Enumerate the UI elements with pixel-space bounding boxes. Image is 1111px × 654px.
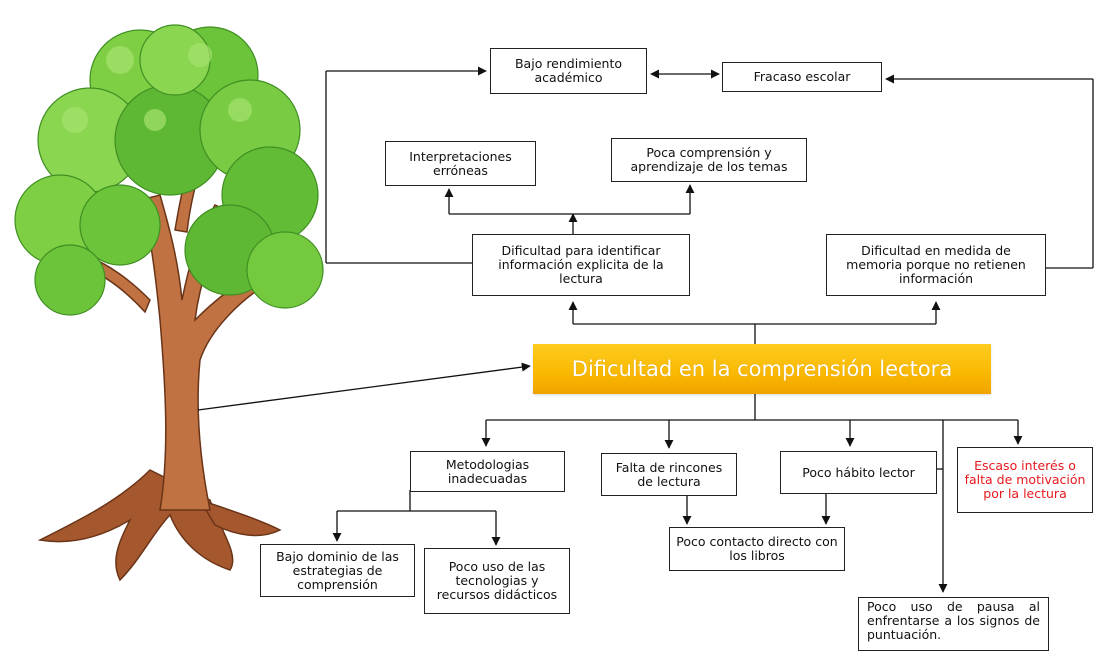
bajo-rendimiento-box: Bajo rendimiento académico [490, 48, 647, 94]
metodologias-box: Metodologias inadecuadas [410, 451, 565, 492]
contacto-box: Poco contacto directo con los libros [669, 527, 845, 571]
interes-box: Escaso interés o falta de motivación por… [957, 447, 1093, 513]
habito-box: Poco hábito lector [780, 451, 937, 494]
tecnologias-box: Poco uso de las tecnologias y recursos d… [424, 548, 570, 614]
pausa-box: Poco uso de pausa al enfrentarse a los s… [858, 597, 1049, 651]
tree-illustration [14, 24, 324, 582]
central-problem: Dificultad en la comprensión lectora [533, 344, 991, 394]
dificultad-memoria-box: Dificultad en medida de memoria porque n… [826, 234, 1046, 296]
poca-comprension-box: Poca comprensión y aprendizaje de los te… [611, 138, 807, 182]
tree-highlights [62, 43, 252, 133]
fracaso-escolar-box: Fracaso escolar [722, 62, 882, 92]
rincones-box: Falta de rincones de lectura [601, 453, 737, 496]
estrategias-box: Bajo dominio de las estrategias de compr… [260, 544, 415, 597]
interpretaciones-box: Interpretaciones erróneas [385, 141, 536, 186]
dificultad-identificar-box: Dificultad para identificar información … [472, 234, 690, 296]
